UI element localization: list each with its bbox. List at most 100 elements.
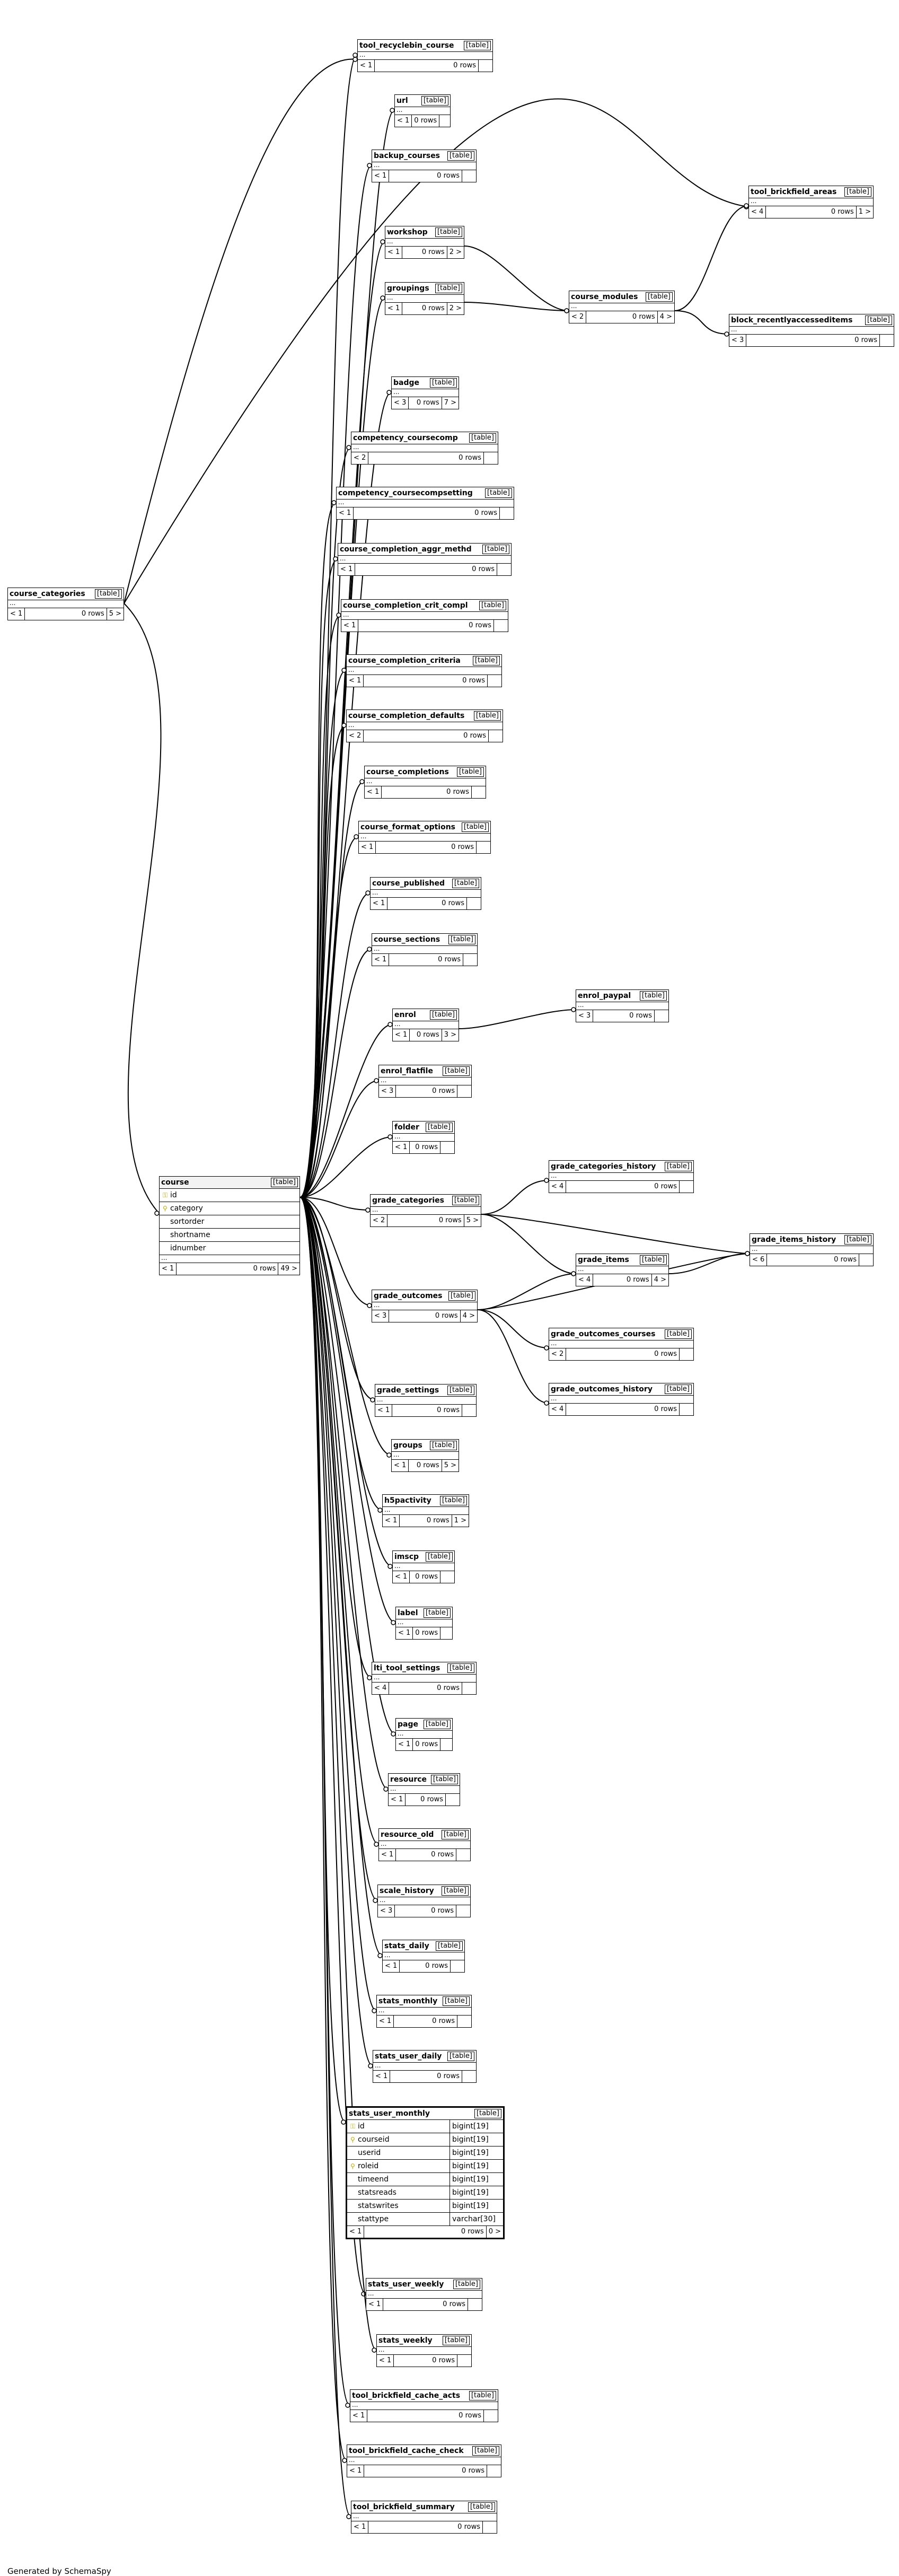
parents-count[interactable]: < 4 [576, 1274, 594, 1286]
table-name[interactable]: label [398, 1609, 418, 1617]
table-competency-coursecompsetting[interactable]: competency_coursecompsetting[table]...< … [336, 487, 514, 520]
parents-count[interactable]: < 1 [383, 1960, 400, 1972]
parents-count[interactable]: < 2 [351, 452, 369, 464]
parents-count[interactable]: < 2 [347, 730, 364, 742]
parents-count[interactable]: < 1 [396, 1627, 413, 1639]
parents-count[interactable]: < 1 [385, 303, 403, 314]
parents-count[interactable]: < 1 [393, 1571, 410, 1583]
children-count[interactable] [880, 335, 894, 346]
table-name[interactable]: tool_brickfield_summary [353, 2503, 455, 2511]
parents-count[interactable]: < 4 [749, 206, 766, 218]
parents-count[interactable]: < 1 [373, 2071, 391, 2082]
table-name[interactable]: competency_coursecomp [353, 434, 458, 442]
parents-count[interactable]: < 1 [337, 507, 354, 519]
table-block-recentlyaccesseditems[interactable]: block_recentlyaccesseditems[table]...< 3… [729, 314, 894, 347]
column-row[interactable]: sortorder [160, 1215, 299, 1229]
parents-count[interactable]: < 1 [375, 1405, 393, 1416]
table-name[interactable]: course_categories [10, 590, 85, 598]
table-name[interactable]: enrol [394, 1011, 416, 1019]
column-row[interactable]: shortname [160, 1229, 299, 1242]
table-name[interactable]: stats_user_monthly [349, 2109, 430, 2118]
table-name[interactable]: course [161, 1178, 189, 1187]
table-name[interactable]: enrol_paypal [578, 992, 631, 1000]
parents-count[interactable]: < 1 [393, 1142, 410, 1153]
children-count[interactable] [457, 2355, 471, 2367]
children-count[interactable] [440, 1627, 454, 1639]
table-name[interactable]: url [396, 97, 408, 105]
table-name[interactable]: groups [393, 1441, 422, 1450]
table-name[interactable]: grade_items_history [752, 1236, 836, 1244]
table-name[interactable]: stats_weekly [378, 2336, 433, 2345]
table-name[interactable]: grade_categories [372, 1196, 444, 1205]
table-name[interactable]: tool_brickfield_cache_acts [352, 2391, 461, 2400]
children-count[interactable]: 2 > [449, 304, 462, 312]
children-count[interactable] [472, 786, 486, 798]
parents-count[interactable]: < 2 [569, 311, 587, 323]
table-name[interactable]: stats_user_daily [375, 2052, 442, 2061]
children-count[interactable] [457, 1085, 471, 1097]
children-count[interactable] [494, 620, 508, 632]
children-count[interactable] [451, 1960, 464, 1972]
parents-count[interactable]: < 1 [383, 1515, 400, 1527]
children-count[interactable]: 49 > [280, 1265, 297, 1273]
table-tool-brickfield-cache-check[interactable]: tool_brickfield_cache_check[table]...< 1… [347, 2444, 501, 2477]
table-name[interactable]: grade_outcomes_courses [551, 1330, 656, 1338]
parents-count[interactable]: < 1 [389, 1794, 406, 1806]
table-name[interactable]: h5pactivity [384, 1496, 431, 1505]
children-count[interactable] [479, 60, 492, 72]
table-name[interactable]: course_sections [374, 935, 440, 944]
parents-count[interactable]: < 3 [576, 1010, 594, 1022]
parents-count[interactable]: < 1 [379, 1849, 396, 1861]
children-count[interactable] [457, 2016, 471, 2027]
parents-count[interactable]: < 1 [395, 115, 412, 127]
children-count[interactable] [463, 954, 477, 966]
parents-count[interactable]: < 3 [378, 1905, 395, 1917]
parents-count[interactable]: < 1 [8, 608, 25, 620]
table-name[interactable]: scale_history [380, 1887, 434, 1895]
children-count[interactable]: 5 > [466, 1216, 479, 1224]
table-name[interactable]: resource_old [381, 1830, 434, 1839]
children-count[interactable] [680, 1404, 693, 1415]
children-count[interactable] [440, 1142, 454, 1153]
children-count[interactable]: 5 > [444, 1461, 456, 1469]
parents-count[interactable]: < 1 [358, 60, 375, 72]
parents-count[interactable]: < 1 [396, 1739, 413, 1750]
parents-count[interactable]: < 1 [347, 675, 364, 687]
parents-count[interactable]: < 1 [392, 1460, 409, 1471]
children-count[interactable] [680, 1348, 693, 1360]
table-name[interactable]: tool_brickfield_areas [751, 188, 837, 196]
children-count[interactable] [488, 675, 501, 687]
table-name[interactable]: grade_outcomes [374, 1292, 443, 1300]
parents-count[interactable]: < 1 [350, 2410, 368, 2422]
parents-count[interactable]: < 1 [372, 170, 390, 182]
table-name[interactable]: resource [390, 1775, 427, 1784]
children-count[interactable] [680, 1181, 693, 1193]
children-count[interactable] [497, 564, 511, 575]
parents-count[interactable]: < 4 [549, 1404, 567, 1415]
children-count[interactable] [859, 1254, 873, 1266]
children-count[interactable] [440, 1739, 454, 1750]
